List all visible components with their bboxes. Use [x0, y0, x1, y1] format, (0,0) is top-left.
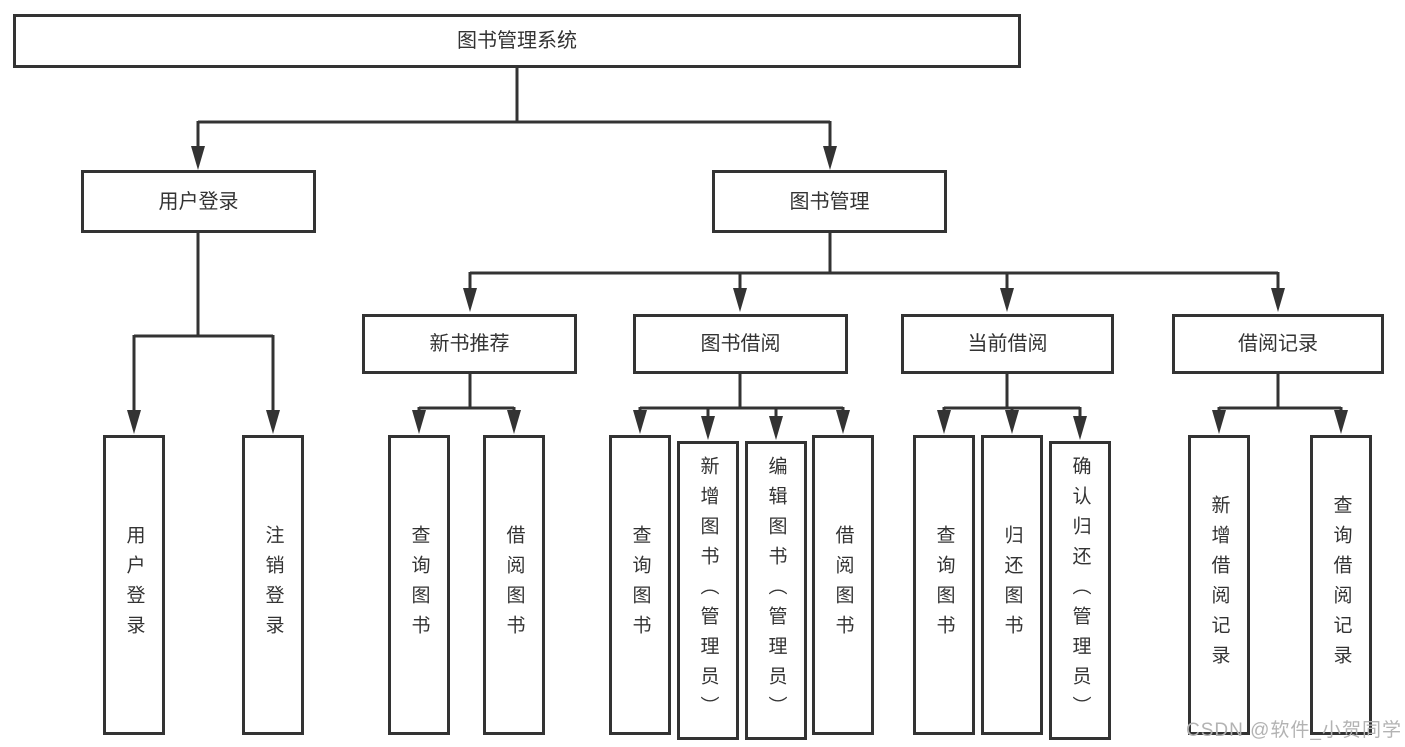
node-label: 借阅记录 — [1238, 333, 1318, 355]
connector-root-to-level2 — [196, 66, 832, 150]
leaf-add-book-admin: 新增图书（管理员） — [677, 441, 739, 740]
leaf-borrow-books-2: 借阅图书 — [812, 435, 874, 735]
node-label: 当前借阅 — [967, 333, 1048, 355]
node-label: 新书推荐 — [429, 333, 510, 355]
leaf-return-book: 归还图书 — [981, 435, 1043, 735]
leaf-query-books-1: 查询图书 — [388, 435, 450, 735]
node-label: 用户登录 — [158, 190, 239, 213]
leaf-edit-book-admin: 编辑图书（管理员） — [745, 441, 807, 740]
node-book-borrowing: 图书借阅 — [633, 314, 848, 374]
leaf-add-borrow-record: 新增借阅记录 — [1188, 435, 1250, 735]
connector-book-borrow-to-leaves — [638, 372, 845, 420]
leaf-confirm-return-admin: 确认归还（管理员） — [1049, 441, 1111, 740]
node-book-management: 图书管理 — [712, 170, 947, 233]
leaf-label: 注销登录 — [262, 525, 284, 645]
leaf-user-login: 用户登录 — [103, 435, 165, 735]
node-library-management-system: 图书管理系统 — [13, 14, 1021, 68]
node-borrowing-records: 借阅记录 — [1172, 314, 1384, 374]
connector-new-book-to-leaves — [417, 372, 516, 416]
leaf-query-borrow-record: 查询借阅记录 — [1310, 435, 1372, 735]
leaf-label: 用户登录 — [123, 525, 145, 645]
node-current-borrowing: 当前借阅 — [901, 314, 1114, 374]
node-label: 图书借阅 — [700, 333, 781, 355]
leaf-label: 查询图书 — [629, 525, 651, 645]
leaf-label: 借阅图书 — [503, 525, 525, 645]
leaf-query-books-2: 查询图书 — [609, 435, 671, 735]
leaf-label: 归还图书 — [1001, 525, 1023, 645]
leaf-logout: 注销登录 — [242, 435, 304, 735]
leaf-label: 查询图书 — [933, 525, 955, 645]
leaf-label: 新增借阅记录 — [1208, 495, 1230, 675]
leaf-label: 确认归还（管理员） — [1069, 455, 1091, 726]
node-new-book-recommendation: 新书推荐 — [362, 314, 577, 374]
leaf-query-books-3: 查询图书 — [913, 435, 975, 735]
connector-user-login-to-leaves — [132, 231, 275, 414]
csdn-watermark: CSDN @软件_小贺同学 — [1186, 720, 1402, 741]
leaf-label: 新增图书（管理员） — [697, 455, 719, 726]
leaf-label: 查询图书 — [408, 525, 430, 645]
node-user-login: 用户登录 — [81, 170, 316, 233]
node-label: 图书管理 — [789, 190, 870, 213]
leaf-label: 查询借阅记录 — [1330, 495, 1352, 675]
node-label: 图书管理系统 — [457, 30, 577, 52]
leaf-label: 借阅图书 — [832, 525, 854, 645]
leaf-borrow-books-1: 借阅图书 — [483, 435, 545, 735]
connector-book-management-to-groups — [468, 231, 1280, 292]
connector-borrow-record-to-leaves — [1217, 372, 1343, 416]
leaf-label: 编辑图书（管理员） — [765, 455, 787, 726]
connector-path-group — [132, 66, 1343, 420]
